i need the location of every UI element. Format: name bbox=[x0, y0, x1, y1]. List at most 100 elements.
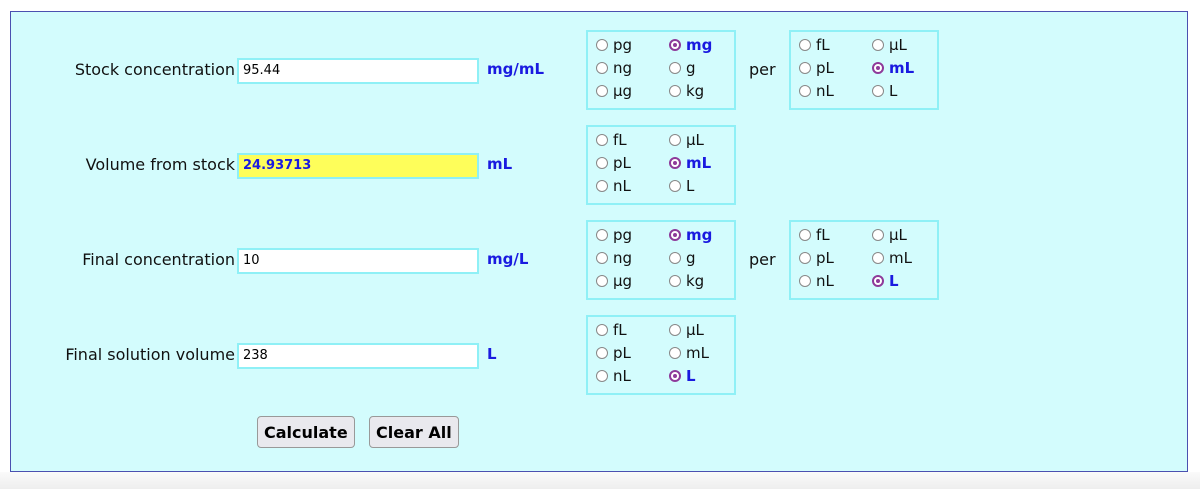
radio-label: mL bbox=[686, 344, 709, 362]
radio-selected-icon[interactable] bbox=[872, 62, 884, 74]
radio-icon[interactable] bbox=[799, 252, 811, 264]
radio-mass-ug[interactable]: µg bbox=[596, 272, 632, 290]
radio-mass-g[interactable]: g bbox=[669, 59, 696, 77]
final-concentration-input[interactable]: 10 bbox=[237, 248, 479, 274]
radio-icon[interactable] bbox=[596, 85, 608, 97]
radio-label: kg bbox=[686, 82, 705, 100]
radio-icon[interactable] bbox=[669, 324, 681, 336]
radio-icon[interactable] bbox=[669, 180, 681, 192]
final-solution-volume-input[interactable]: 238 bbox=[237, 343, 479, 369]
radio-volume-uL[interactable]: µL bbox=[872, 226, 907, 244]
clear-all-button[interactable]: Clear All bbox=[369, 416, 459, 448]
radio-icon[interactable] bbox=[669, 275, 681, 287]
radio-icon[interactable] bbox=[872, 252, 884, 264]
radio-label: nL bbox=[613, 177, 631, 195]
stock-unit: mg/mL bbox=[487, 60, 545, 78]
radio-volume-nL[interactable]: nL bbox=[799, 82, 834, 100]
radio-volume-mL[interactable]: mL bbox=[669, 344, 709, 362]
volume-from-stock-input[interactable]: 24.93713 bbox=[237, 153, 479, 179]
radio-icon[interactable] bbox=[596, 157, 608, 169]
radio-volume-L[interactable]: L bbox=[669, 177, 694, 195]
radio-icon[interactable] bbox=[799, 275, 811, 287]
page-footer-strip bbox=[0, 472, 1200, 489]
radio-volume-pL[interactable]: pL bbox=[799, 249, 834, 267]
final-solution-volume-label: Final solution volume bbox=[65, 345, 235, 364]
radio-volume-mL[interactable]: mL bbox=[872, 59, 914, 77]
radio-icon[interactable] bbox=[596, 134, 608, 146]
radio-volume-fL[interactable]: fL bbox=[799, 36, 830, 54]
radio-icon[interactable] bbox=[669, 134, 681, 146]
radio-icon[interactable] bbox=[596, 62, 608, 74]
volume-from-stock-unit: mL bbox=[487, 155, 513, 173]
radio-icon[interactable] bbox=[799, 62, 811, 74]
radio-volume-nL[interactable]: nL bbox=[596, 177, 631, 195]
radio-volume-mL[interactable]: mL bbox=[872, 249, 912, 267]
radio-icon[interactable] bbox=[669, 85, 681, 97]
radio-icon[interactable] bbox=[596, 324, 608, 336]
radio-selected-icon[interactable] bbox=[669, 229, 681, 241]
radio-icon[interactable] bbox=[596, 347, 608, 359]
radio-volume-uL[interactable]: µL bbox=[669, 131, 704, 149]
radio-volume-fL[interactable]: fL bbox=[596, 321, 627, 339]
radio-mass-kg[interactable]: kg bbox=[669, 82, 704, 100]
radio-volume-uL[interactable]: µL bbox=[669, 321, 704, 339]
radio-label: L bbox=[889, 82, 898, 100]
radio-icon[interactable] bbox=[596, 180, 608, 192]
radio-mass-kg[interactable]: kg bbox=[669, 272, 704, 290]
final-concentration-unit: mg/L bbox=[487, 250, 529, 268]
radio-mass-pg[interactable]: pg bbox=[596, 226, 632, 244]
radio-icon[interactable] bbox=[596, 39, 608, 51]
radio-volume-uL[interactable]: µL bbox=[872, 36, 907, 54]
radio-mass-ng[interactable]: ng bbox=[596, 59, 632, 77]
radio-label: fL bbox=[613, 321, 627, 339]
volume-from-stock-label: Volume from stock bbox=[85, 155, 235, 174]
radio-icon[interactable] bbox=[596, 229, 608, 241]
radio-mass-ng[interactable]: ng bbox=[596, 249, 632, 267]
stock-input[interactable]: 95.44 bbox=[237, 58, 479, 84]
radio-label: mL bbox=[889, 249, 912, 267]
radio-mass-mg[interactable]: mg bbox=[669, 36, 712, 54]
radio-selected-icon[interactable] bbox=[669, 39, 681, 51]
radio-icon[interactable] bbox=[596, 275, 608, 287]
radio-label: L bbox=[686, 367, 696, 385]
stock-label: Stock concentration bbox=[74, 60, 235, 79]
radio-mass-mg[interactable]: mg bbox=[669, 226, 712, 244]
radio-volume-pL[interactable]: pL bbox=[596, 344, 631, 362]
radio-selected-icon[interactable] bbox=[872, 275, 884, 287]
radio-volume-L[interactable]: L bbox=[872, 272, 899, 290]
radio-icon[interactable] bbox=[596, 370, 608, 382]
radio-icon[interactable] bbox=[799, 85, 811, 97]
radio-volume-pL[interactable]: pL bbox=[799, 59, 834, 77]
radio-volume-L[interactable]: L bbox=[669, 367, 696, 385]
radio-label: pL bbox=[816, 59, 834, 77]
radio-icon[interactable] bbox=[799, 39, 811, 51]
radio-icon[interactable] bbox=[669, 252, 681, 264]
radio-icon[interactable] bbox=[872, 39, 884, 51]
radio-icon[interactable] bbox=[799, 229, 811, 241]
per-label: per bbox=[749, 60, 776, 79]
volume-unit-group: fL pL nL µL mL L bbox=[789, 30, 939, 110]
radio-volume-fL[interactable]: fL bbox=[799, 226, 830, 244]
radio-volume-fL[interactable]: fL bbox=[596, 131, 627, 149]
radio-selected-icon[interactable] bbox=[669, 157, 681, 169]
radio-icon[interactable] bbox=[669, 62, 681, 74]
radio-icon[interactable] bbox=[669, 347, 681, 359]
radio-volume-L[interactable]: L bbox=[872, 82, 897, 100]
radio-icon[interactable] bbox=[596, 252, 608, 264]
radio-mass-g[interactable]: g bbox=[669, 249, 696, 267]
radio-volume-nL[interactable]: nL bbox=[799, 272, 834, 290]
radio-label: nL bbox=[613, 367, 631, 385]
radio-mass-pg[interactable]: pg bbox=[596, 36, 632, 54]
radio-volume-nL[interactable]: nL bbox=[596, 367, 631, 385]
calculate-button[interactable]: Calculate bbox=[257, 416, 355, 448]
radio-icon[interactable] bbox=[872, 85, 884, 97]
radio-selected-icon[interactable] bbox=[669, 370, 681, 382]
radio-mass-ug[interactable]: µg bbox=[596, 82, 632, 100]
radio-volume-mL[interactable]: mL bbox=[669, 154, 711, 172]
radio-label: pg bbox=[613, 226, 633, 244]
radio-icon[interactable] bbox=[872, 229, 884, 241]
volume-unit-group: fL pL nL µL mL L bbox=[586, 315, 736, 395]
radio-volume-pL[interactable]: pL bbox=[596, 154, 631, 172]
